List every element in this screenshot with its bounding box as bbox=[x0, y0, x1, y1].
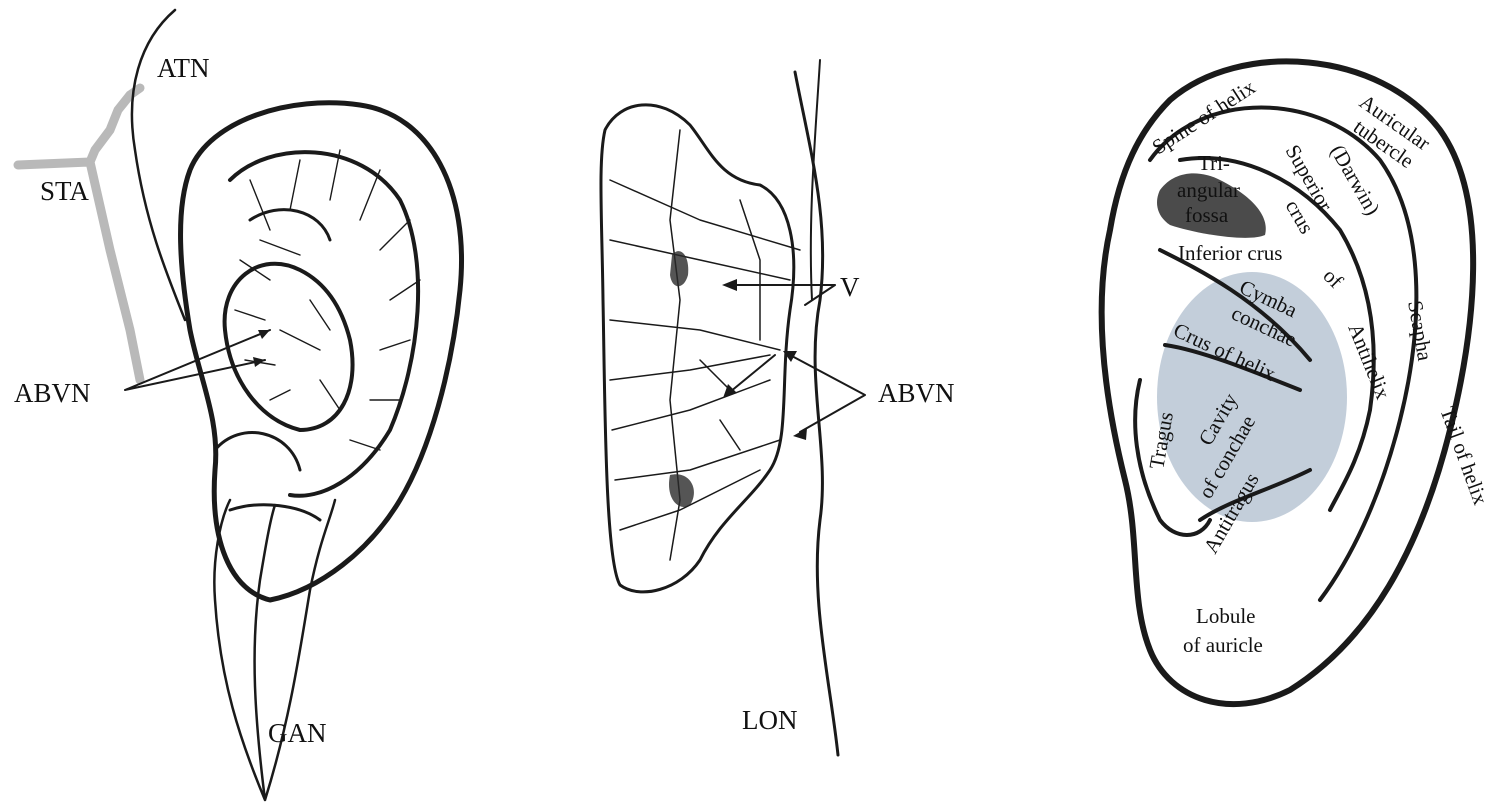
label-lobule-2: of auricle bbox=[1183, 633, 1263, 657]
label-gan: GAN bbox=[268, 718, 327, 748]
label-of: of bbox=[1318, 264, 1347, 293]
label-triangular-2: angular bbox=[1177, 178, 1240, 202]
left-ear-panel: ATN STA ABVN GAN bbox=[14, 10, 462, 800]
middle-ear-outline bbox=[601, 105, 794, 592]
sta-vessel bbox=[18, 88, 140, 380]
label-triangular-3: fossa bbox=[1185, 203, 1229, 227]
label-lobule-1: Lobule bbox=[1196, 604, 1255, 628]
left-ear-antihelix bbox=[230, 152, 418, 496]
middle-ear-panel: V ABVN LON bbox=[601, 60, 955, 755]
label-scapha: Scapha bbox=[1403, 299, 1437, 364]
left-ear-helix bbox=[181, 103, 462, 600]
right-ear-panel: Spine of helix Auricular tubercle (Darwi… bbox=[1102, 61, 1490, 704]
label-lon: LON bbox=[742, 705, 798, 735]
v-arrowhead bbox=[722, 279, 737, 291]
label-atn: ATN bbox=[157, 53, 210, 83]
label-sta: STA bbox=[40, 176, 89, 206]
middle-dark-spot-2 bbox=[669, 474, 694, 507]
label-triangular-1: Tri- bbox=[1198, 151, 1230, 175]
left-ear-concha bbox=[225, 264, 353, 430]
label-abvn-left: ABVN bbox=[14, 378, 91, 408]
label-antihelix: Antihelix bbox=[1343, 320, 1395, 403]
label-v: V bbox=[840, 272, 860, 302]
left-ear-nerve-branches bbox=[235, 150, 420, 450]
label-abvn-middle: ABVN bbox=[878, 378, 955, 408]
label-inferior-crus: Inferior crus bbox=[1178, 241, 1282, 265]
label-spine-of-helix: Spine of helix bbox=[1148, 75, 1260, 160]
gan-nerve bbox=[214, 500, 335, 800]
middle-abvn-pointer bbox=[730, 355, 865, 432]
